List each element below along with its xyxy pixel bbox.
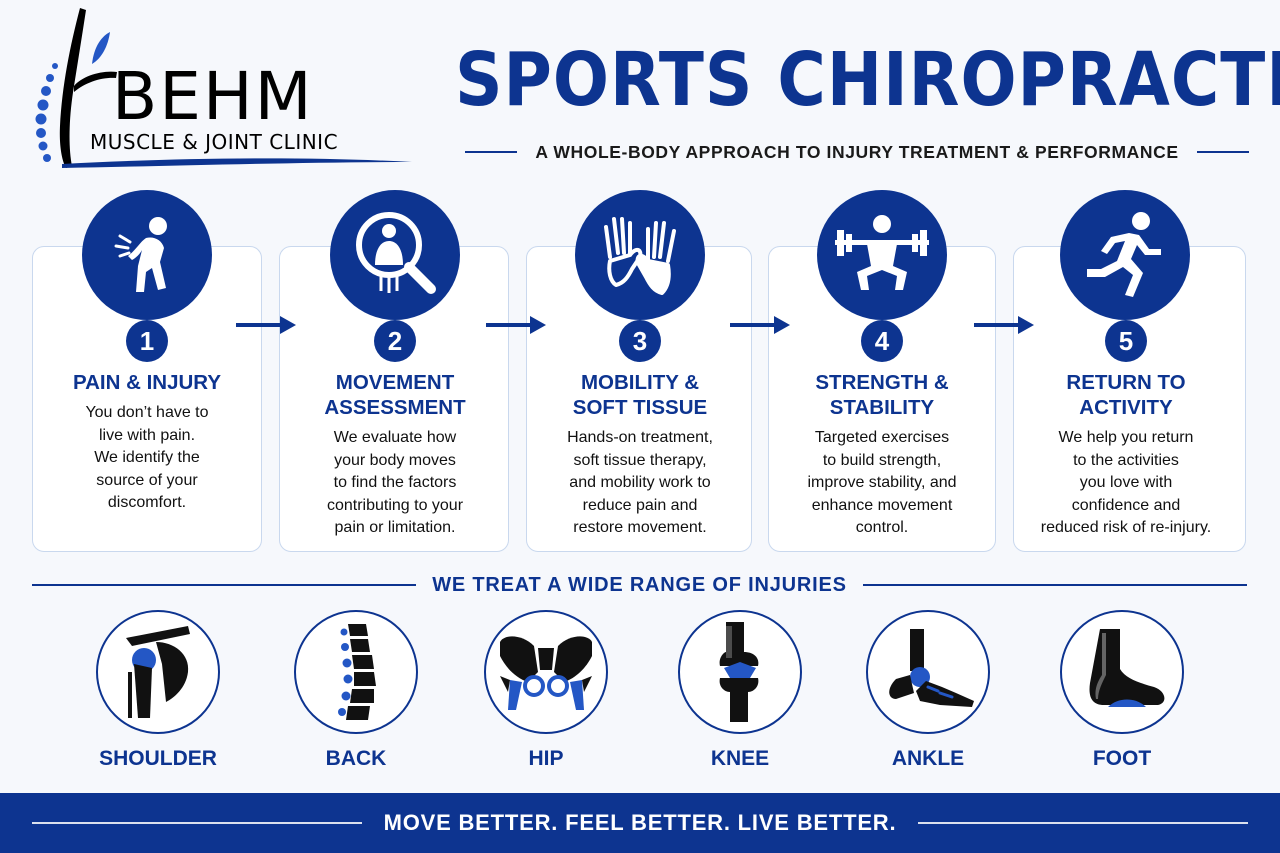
hands-icon	[575, 190, 705, 320]
injury-label-ankle: ANKLE	[891, 747, 965, 770]
clinic-logo: BEHM MUSCLE & JOINT CLINIC	[22, 6, 422, 171]
step-title-2: MOVEMENT ASSESSMENT	[324, 371, 466, 419]
injuries-heading-row: WE TREAT A WIDE RANGE OF INJURIES	[32, 573, 1247, 597]
divider-line	[465, 151, 518, 153]
footer-banner: MOVE BETTER. FEEL BETTER. LIVE BETTER.	[0, 793, 1280, 853]
injury-label-knee: KNEE	[710, 747, 770, 770]
pain-person-icon	[82, 190, 212, 320]
step-number-4: 4	[861, 320, 903, 362]
divider-line	[918, 822, 1248, 824]
spine-logo-icon	[35, 8, 412, 168]
weightlifting-squat-icon	[817, 190, 947, 320]
step-title-5: RETURN TO ACTIVITY	[1066, 371, 1186, 419]
ankle-joint-icon	[866, 610, 990, 734]
injury-label-back: BACK	[325, 747, 387, 770]
step-description-5: We help you return to the activities you…	[1040, 429, 1212, 536]
spine-icon	[294, 610, 418, 734]
foot-icon	[1060, 610, 1184, 734]
logo-subtitle: MUSCLE & JOINT CLINIC	[90, 130, 339, 154]
step-title-3: MOBILITY & SOFT TISSUE	[572, 371, 708, 419]
page-title: SPORTS CHIROPRACTIC	[455, 36, 1280, 124]
divider-line	[32, 822, 362, 824]
magnifier-assessment-icon	[330, 190, 460, 320]
injury-label-foot: FOOT	[1092, 747, 1152, 770]
page-subtitle: A WHOLE-BODY APPROACH TO INJURY TREATMEN…	[535, 141, 1179, 162]
logo-wordmark: BEHM	[112, 58, 314, 135]
arrow-right-icon	[974, 316, 1034, 334]
step-description-3: Hands-on treatment, soft tissue therapy,…	[567, 429, 713, 536]
divider-line	[862, 584, 1247, 586]
injury-label-shoulder: SHOULDER	[99, 747, 217, 770]
step-number-5: 5	[1105, 320, 1147, 362]
divider-line	[1196, 151, 1250, 153]
running-person-icon	[1060, 190, 1190, 320]
footer-tagline: MOVE BETTER. FEEL BETTER. LIVE BETTER.	[383, 810, 897, 835]
pelvis-hip-icon	[484, 610, 608, 734]
step-title-4: STRENGTH & STABILITY	[815, 371, 949, 419]
injury-label-hip: HIP	[528, 747, 564, 770]
shoulder-joint-icon	[96, 610, 220, 734]
injuries-heading: WE TREAT A WIDE RANGE OF INJURIES	[432, 573, 847, 596]
knee-joint-icon	[678, 610, 802, 734]
step-description-2: We evaluate how your body moves to find …	[326, 429, 464, 536]
step-number-3: 3	[619, 320, 661, 362]
divider-line	[32, 584, 417, 586]
arrow-right-icon	[486, 316, 546, 334]
subtitle-row: A WHOLE-BODY APPROACH TO INJURY TREATMEN…	[465, 140, 1250, 164]
step-description-1: You don’t have to live with pain. We ide…	[85, 404, 209, 511]
step-number-1: 1	[126, 320, 168, 362]
arrow-right-icon	[236, 316, 296, 334]
step-title-1: PAIN & INJURY	[72, 371, 222, 394]
step-number-2: 2	[374, 320, 416, 362]
arrow-right-icon	[730, 316, 790, 334]
step-description-4: Targeted exercises to build strength, im…	[807, 429, 957, 536]
